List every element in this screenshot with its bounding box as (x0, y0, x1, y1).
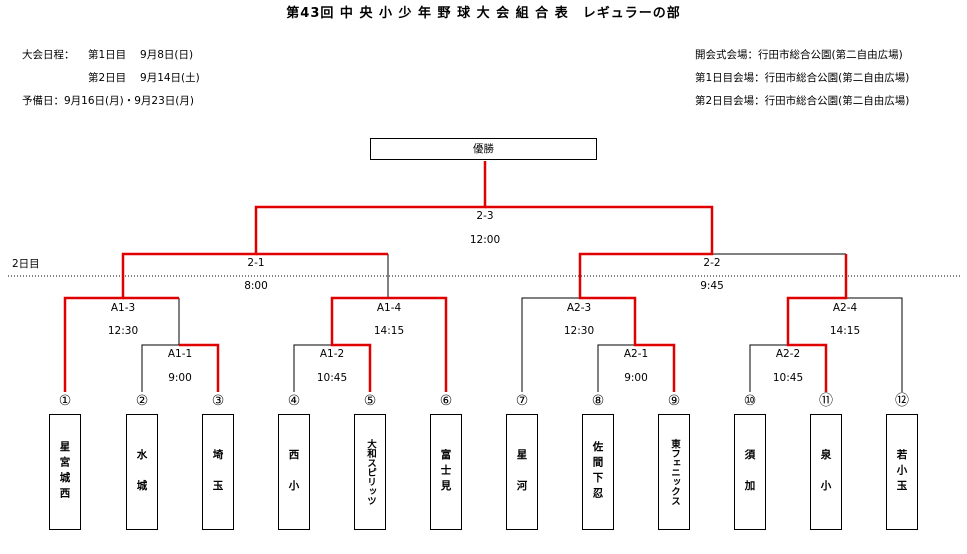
winner-path-team1 (63, 161, 487, 392)
line-a23-left (521, 297, 580, 392)
match-a24-code: A2-4 (832, 302, 858, 314)
match-a23-code: A2-3 (566, 302, 592, 314)
team-number: ⑪ (819, 393, 833, 409)
team-number: ② (135, 393, 149, 409)
winner-path-team9 (485, 205, 714, 392)
team-number: ⑨ (667, 393, 681, 409)
team-box: 佐間下忍 (582, 414, 614, 530)
team-number: ⑩ (743, 393, 757, 409)
match-a22-code: A2-2 (775, 348, 801, 360)
match-a23-time: 12:30 (563, 325, 595, 337)
venue-opening: 開会式会場：行田市総合公園(第二自由広場) (695, 49, 903, 61)
team-name: 富士見 (439, 448, 452, 496)
match-semi-left-code: 2-1 (247, 257, 265, 269)
line-a11-left (141, 344, 179, 392)
champion-box: 優勝 (370, 138, 597, 160)
team-box: 星宮城西 (49, 414, 81, 530)
team-name: 東フェニックス (669, 438, 680, 506)
match-a11-code: A1-1 (167, 348, 193, 360)
page-title: 第43回 中 央 小 少 年 野 球 大 会 組 合 表 レギュラーの部 (286, 6, 681, 21)
match-a12-time: 10:45 (316, 372, 348, 384)
match-semi-right-time: 9:45 (700, 280, 724, 292)
match-a13-code: A1-3 (110, 302, 136, 314)
team-box: 星 河 (506, 414, 538, 530)
team-name: 星宮城西 (58, 441, 71, 503)
team-box: 西 小 (278, 414, 310, 530)
team-number: ③ (211, 393, 225, 409)
venue-day1: 第1日目会場：行田市総合公園(第二自由広場) (695, 72, 910, 84)
team-name: 星 河 (515, 448, 528, 496)
match-a21-time: 9:00 (624, 372, 648, 384)
team-box: 泉 小 (810, 414, 842, 530)
day2-marker: 2日目 (12, 258, 40, 270)
team-box: 富士見 (430, 414, 462, 530)
schedule-day1: 第1日目 9月8日(日) (88, 49, 194, 61)
match-a21-code: A2-1 (623, 348, 649, 360)
winner-path-team11 (786, 254, 848, 392)
match-a11-time: 9:00 (168, 372, 192, 384)
team-number: ④ (287, 393, 301, 409)
line-a21-left (597, 344, 635, 392)
team-number: ⑧ (591, 393, 605, 409)
schedule-reserve: 予備日：9月16日(月)・9月23日(月) (22, 95, 194, 107)
match-a12-code: A1-2 (319, 348, 345, 360)
team-box: 東フェニックス (658, 414, 690, 530)
team-number: ⑥ (439, 393, 453, 409)
team-box: 埼 玉 (202, 414, 234, 530)
team-name: 泉 小 (819, 448, 832, 496)
team-name: 西 小 (287, 448, 300, 496)
team-box: 水 城 (126, 414, 158, 530)
team-number: ⑦ (515, 393, 529, 409)
team-name: 若小玉 (895, 448, 908, 496)
team-number: ⑤ (363, 393, 377, 409)
winner-path-a14 (330, 296, 448, 392)
match-final-time: 12:00 (469, 234, 501, 246)
team-name: 大和スピリッツ (365, 438, 376, 506)
team-box: 須 加 (734, 414, 766, 530)
venue-day2: 第2日目会場：行田市総合公園(第二自由広場) (695, 95, 910, 107)
line-a12-left (293, 344, 332, 392)
line-a22-left (749, 344, 788, 392)
team-number: ⑫ (895, 393, 909, 409)
match-semi-right-code: 2-2 (703, 257, 721, 269)
schedule-day2: 第2日目 9月14日(土) (88, 72, 200, 84)
team-name: 須 加 (743, 448, 756, 496)
match-final-code: 2-3 (476, 210, 494, 222)
match-a14-time: 14:15 (373, 325, 405, 337)
team-name: 佐間下忍 (591, 441, 604, 503)
team-box: 大和スピリッツ (354, 414, 386, 530)
match-a24-time: 14:15 (829, 325, 861, 337)
line-final-right (711, 207, 846, 255)
winner-path-team3 (179, 343, 220, 392)
team-name: 埼 玉 (211, 448, 224, 496)
team-name: 水 城 (135, 448, 148, 496)
match-a14-code: A1-4 (376, 302, 402, 314)
schedule-label: 大会日程： (22, 49, 75, 61)
team-number: ① (58, 393, 72, 409)
match-a22-time: 10:45 (772, 372, 804, 384)
match-semi-left-time: 8:00 (244, 280, 268, 292)
match-a13-time: 12:30 (107, 325, 139, 337)
team-box: 若小玉 (886, 414, 918, 530)
